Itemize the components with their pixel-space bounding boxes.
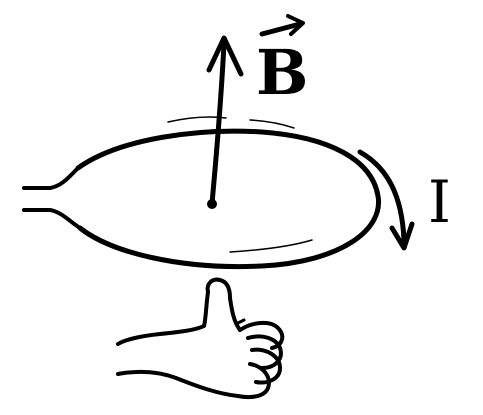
field-vector-label-group: B <box>256 16 308 109</box>
right-hand-icon <box>118 280 282 397</box>
field-vector-label: B <box>256 36 308 109</box>
loop-center-dot <box>207 199 217 209</box>
current-direction-arrow <box>360 152 412 248</box>
current-label: I <box>428 168 451 236</box>
current-loop <box>78 131 379 266</box>
wire-leads <box>24 168 80 228</box>
field-vector-arrow <box>207 38 241 209</box>
